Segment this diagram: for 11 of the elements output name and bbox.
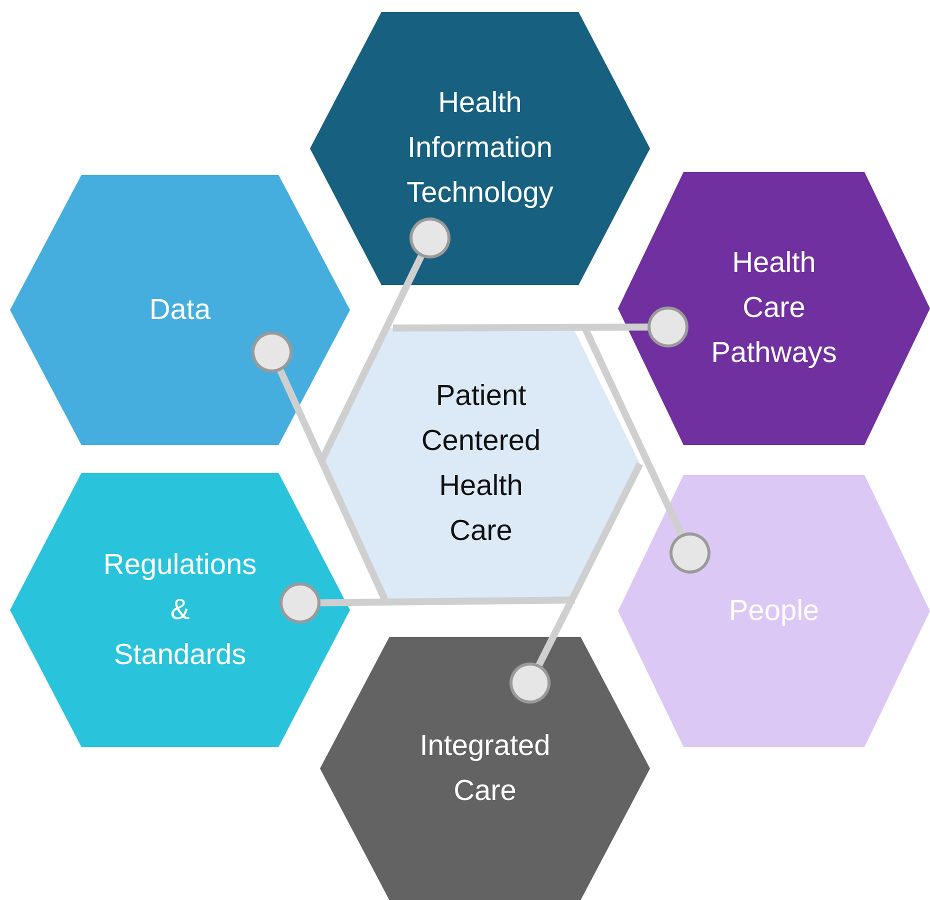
hexagon-label: Regulations & Standards bbox=[103, 548, 257, 672]
connector-line bbox=[510, 462, 644, 704]
hexagon-label: Health Care Pathways bbox=[711, 246, 837, 371]
hexagon-label: Data bbox=[149, 292, 211, 328]
connector-line bbox=[318, 218, 450, 462]
connector-line bbox=[392, 306, 688, 348]
hexagon-label: Health Information Technology bbox=[406, 86, 554, 211]
hexagon-label: Integrated Care bbox=[420, 728, 550, 808]
connector-line bbox=[280, 582, 576, 624]
connector-line bbox=[252, 332, 388, 602]
hexagon-label: Patient Centered Health Care bbox=[421, 379, 541, 549]
